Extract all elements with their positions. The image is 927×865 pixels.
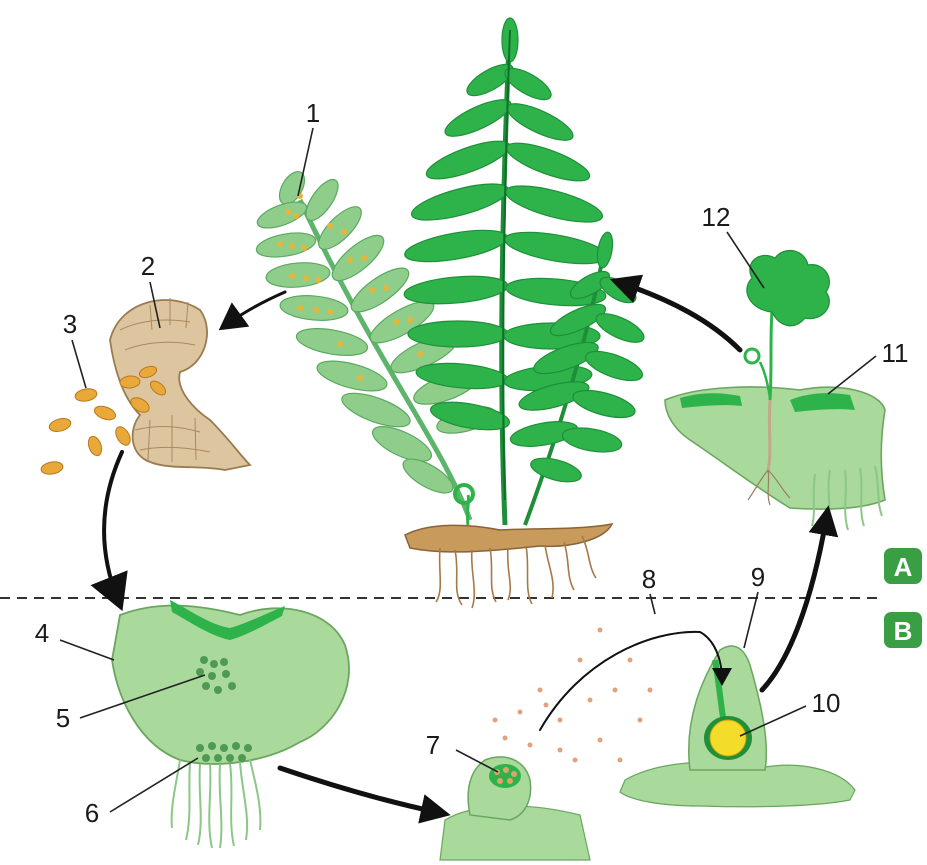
rhizome: [405, 524, 612, 552]
label-9: 9: [751, 562, 765, 592]
label-1: 1: [306, 98, 320, 128]
young-sporophyte: [665, 251, 885, 530]
label-3: 3: [63, 309, 77, 339]
zone-badge-b: B: [884, 612, 922, 648]
label-5: 5: [56, 703, 70, 733]
zone-label-a: A: [894, 552, 913, 582]
young-leaf: [747, 251, 830, 326]
rhizoids: [172, 760, 261, 848]
zone-badge-a: A: [884, 548, 922, 584]
label-4: 4: [35, 618, 49, 648]
archegonium: [620, 646, 855, 807]
prothallus: [112, 600, 349, 848]
label-7: 7: [426, 730, 440, 760]
label-11: 11: [882, 338, 909, 368]
zone-label-b: B: [894, 616, 913, 646]
label-6: 6: [85, 798, 99, 828]
antheridium-tissue: [440, 757, 590, 860]
label-8: 8: [642, 564, 656, 594]
label-2: 2: [141, 251, 155, 281]
label-12: 12: [702, 202, 731, 232]
label-10: 10: [812, 688, 841, 718]
egg-cell: [710, 720, 746, 756]
